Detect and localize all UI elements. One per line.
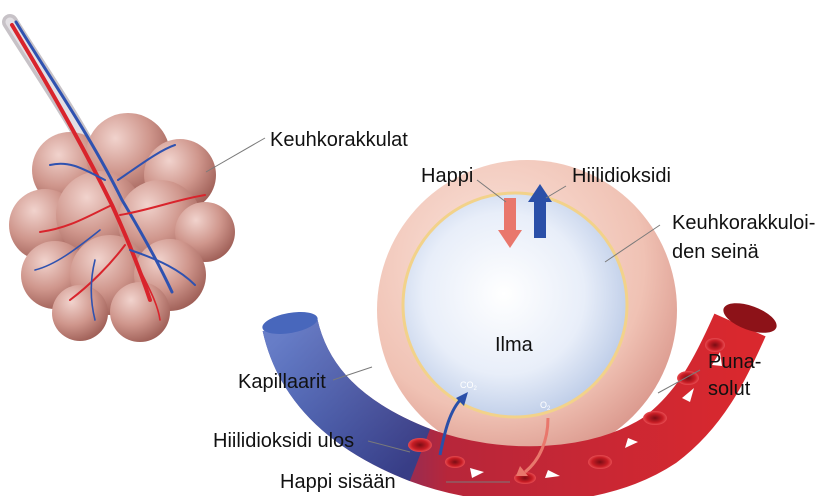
label-seina-line2: den seinä [672,240,759,264]
label-seina-line1: Keuhkorakkuloi- [672,211,815,235]
label-punasolut-line2: solut [708,377,750,401]
label-kapillaarit: Kapillaarit [238,370,326,394]
label-ilma: Ilma [495,333,533,357]
alveolus [377,160,677,460]
label-hiilidioksidi: Hiilidioksidi [572,164,671,188]
label-happi: Happi [421,164,473,188]
label-keuhkorakkulat: Keuhkorakkulat [270,128,408,152]
leader-keuhkorakkulat [206,138,265,172]
label-happi-sisaan: Happi sisään [280,470,396,494]
label-hiilidioksidi-ulos: Hiilidioksidi ulos [213,429,354,453]
label-punasolut-line1: Puna- [708,350,761,374]
alveolar-sac-cluster [9,22,235,342]
